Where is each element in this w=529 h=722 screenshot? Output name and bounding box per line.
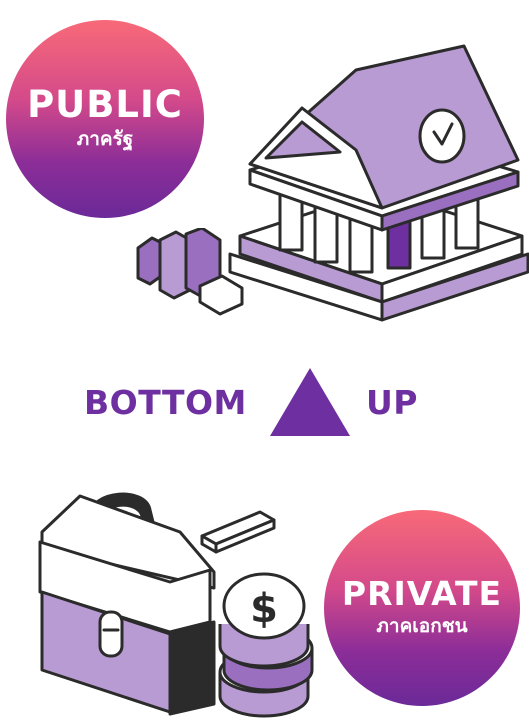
triangle-up-icon (270, 368, 350, 436)
svg-text:$: $ (250, 586, 278, 632)
up-label: UP (366, 383, 418, 422)
stacked-blocks-icon (136, 228, 244, 316)
private-title: PRIVATE (341, 574, 503, 614)
public-title: PUBLIC (27, 83, 183, 127)
private-badge: PRIVATE ภาคเอกชน (324, 510, 520, 706)
public-badge: PUBLIC ภาครัฐ (6, 20, 204, 218)
government-building-icon (228, 44, 529, 322)
briefcase-icon (38, 492, 276, 716)
public-subtitle: ภาครัฐ (76, 128, 134, 151)
private-subtitle: ภาคเอกชน (376, 615, 468, 638)
coin-stack-icon: $ (218, 572, 314, 718)
bottom-label: BOTTOM (84, 383, 247, 422)
